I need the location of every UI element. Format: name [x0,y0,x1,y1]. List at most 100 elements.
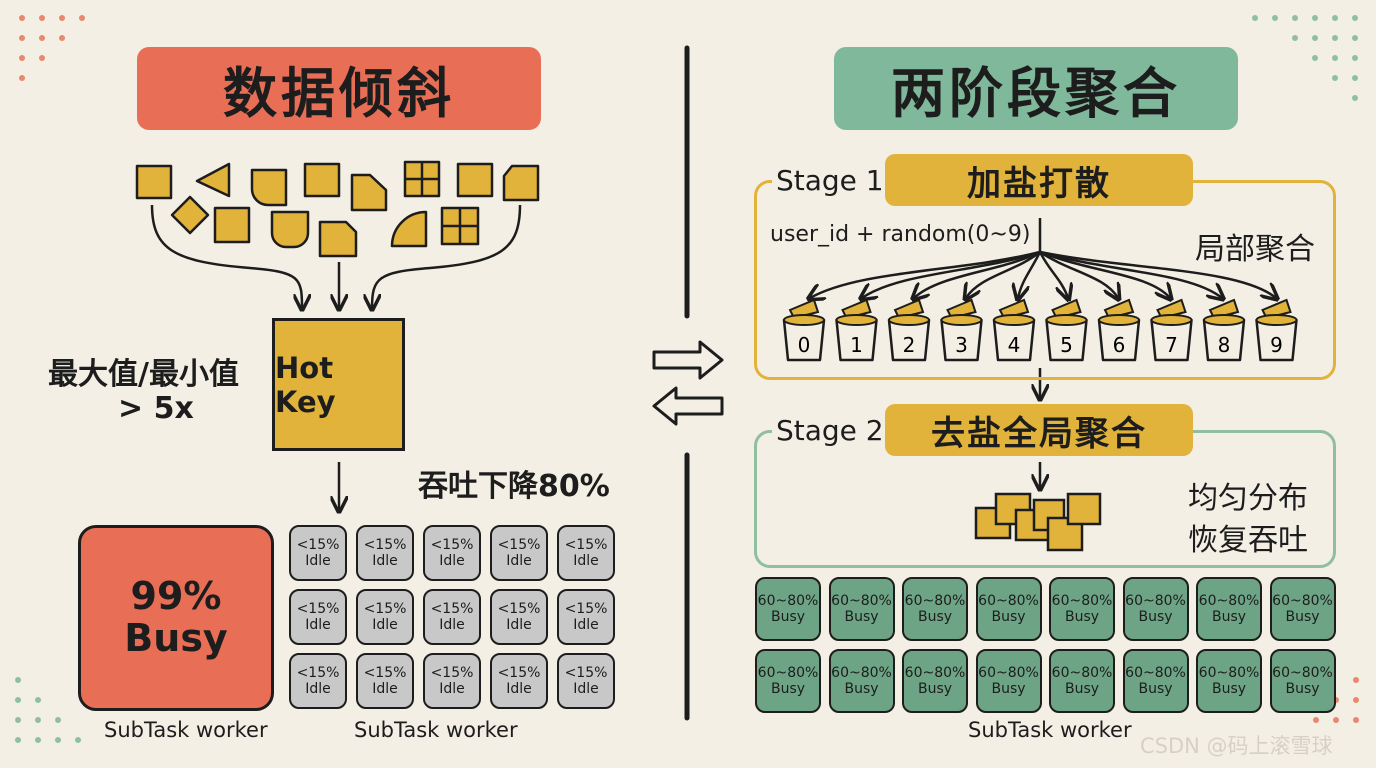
data-shapes-icon [135,160,540,258]
idle-worker-label: SubTask worker [354,718,518,742]
balanced-worker-label: SubTask worker [968,718,1132,742]
worker-load: <15% [296,600,340,617]
worker-status: Idle [372,553,398,569]
worker-cell: <15%Idle [490,589,548,645]
worker-cell: 60~80%Busy [902,577,968,641]
worker-load: 60~80% [831,592,892,609]
worker-load: <15% [296,664,340,681]
bucket: 5 [1045,298,1088,362]
worker-cell: <15%Idle [423,525,481,581]
bucket-rim [783,314,825,326]
bucket-label: 6 [1113,333,1126,357]
worker-load: <15% [363,664,407,681]
worker-status: Busy [917,609,953,625]
bucket: 6 [1097,298,1141,362]
worker-status: Busy [991,681,1026,697]
idle-worker-grid: <15%Idle<15%Idle<15%Idle<15%Idle<15%Idle… [289,525,615,709]
worker-status: Busy [991,609,1026,625]
worker-load: 60~80% [831,664,892,681]
worker-status: Idle [305,681,331,697]
worker-status: Busy [1138,681,1173,697]
busy-worker-label: SubTask worker [104,718,268,742]
worker-load: <15% [296,536,340,553]
corner-dots-bottom-left [15,677,81,743]
worker-load: 60~80% [978,592,1039,609]
worker-load: 60~80% [904,592,966,609]
worker-cell: 60~80%Busy [975,649,1042,713]
worker-status: Idle [305,617,331,633]
worker-cell: 60~80%Busy [1196,649,1262,713]
worker-status: Busy [1211,609,1247,625]
worker-cell: <15%Idle [490,653,548,709]
exchange-arrows-icon [652,340,724,426]
worker-cell: 60~80%Busy [828,649,895,713]
busy-worker-percent: 99% [130,574,222,619]
merged-blocks-icon [974,492,1102,552]
worker-cell: 60~80%Busy [1049,649,1115,713]
bucket: 1 [835,298,878,362]
stage1-label: Stage 1 [772,164,888,197]
worker-load: 60~80% [978,664,1039,681]
worker-status: Busy [1064,681,1100,697]
bucket-label: 3 [955,333,968,357]
worker-status: Idle [439,681,465,697]
worker-cell: 60~80%Busy [975,577,1042,641]
worker-load: <15% [430,600,474,617]
worker-load: 60~80% [1272,592,1333,609]
worker-status: Idle [506,617,532,633]
worker-cell: <15%Idle [289,525,347,581]
worker-load: <15% [497,664,541,681]
worker-status: Idle [305,553,331,569]
local-aggregation-note: 局部聚合 [1195,232,1315,267]
bucket-label: 4 [1008,333,1021,357]
worker-status: Busy [1211,681,1247,697]
stage2-name: 去盐全局聚合 [885,404,1193,456]
fanout-arrows [810,218,1276,298]
bucket-label: 2 [903,333,916,357]
funnel-arrows [150,204,522,510]
stage1-name: 加盐打散 [885,154,1193,206]
bucket-rim [993,314,1035,326]
bucket: 8 [1202,298,1246,362]
ratio-label: 最大值/最小值 [48,357,239,392]
worker-status: Busy [844,609,879,625]
worker-load: 60~80% [1125,664,1186,681]
worker-cell: 60~80%Busy [902,649,968,713]
worker-cell: 60~80%Busy [1049,577,1115,641]
restore-throughput-note: 恢复吞吐 [1188,523,1308,558]
bucket-rim [1255,314,1298,326]
worker-cell: <15%Idle [289,589,347,645]
bucket-rim [1098,314,1140,326]
worker-cell: 60~80%Busy [755,577,821,641]
bucket: 4 [992,298,1036,362]
bucket-label: 8 [1218,333,1231,357]
hot-key-box: Hot Key [272,318,405,451]
worker-status: Busy [1138,609,1173,625]
bucket-rim [835,314,878,326]
worker-status: Busy [1285,681,1320,697]
bucket-label: 7 [1165,333,1178,357]
worker-load: 60~80% [757,664,819,681]
bucket-label: 5 [1060,333,1073,357]
even-distribution-note: 均匀分布 [1188,481,1308,516]
worker-cell: 60~80%Busy [1196,577,1262,641]
worker-status: Idle [372,617,398,633]
worker-load: 60~80% [1198,592,1260,609]
worker-load: <15% [497,600,541,617]
worker-cell: <15%Idle [423,589,481,645]
bucket-label: 0 [798,333,811,357]
worker-status: Busy [844,681,879,697]
worker-cell: <15%Idle [490,525,548,581]
salt-formula: user_id + random(0~9) [770,222,1031,247]
watermark: CSDN @码上滚雪球 [1140,734,1333,758]
worker-load: <15% [564,536,608,553]
bucket-rim [940,314,983,326]
bucket-rim [1150,314,1193,326]
worker-status: Busy [770,609,806,625]
worker-cell: <15%Idle [557,653,615,709]
worker-cell: 60~80%Busy [828,577,895,641]
worker-load: <15% [564,600,608,617]
